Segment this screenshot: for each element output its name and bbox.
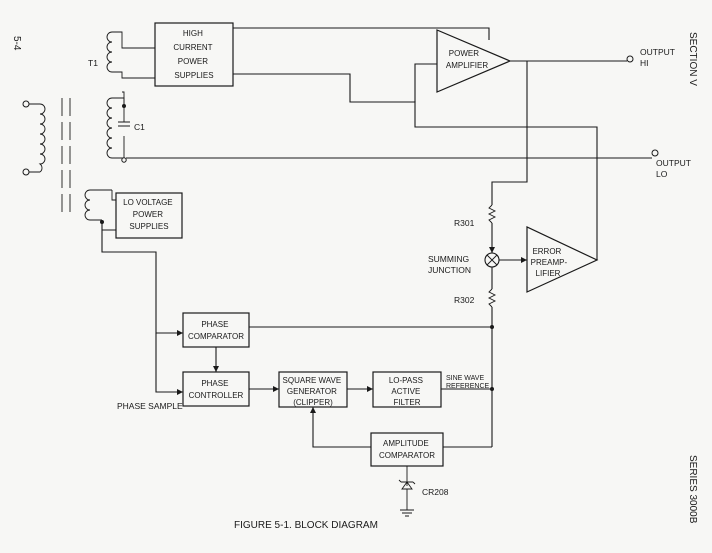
c1-label: C1 — [134, 122, 145, 132]
high-current-line-2: CURRENT — [173, 43, 212, 52]
output-hi-label-1: OUTPUT — [640, 47, 675, 57]
r302-label: R302 — [454, 295, 475, 305]
phase-comparator-line-2: COMPARATOR — [188, 332, 244, 341]
svg-text:POWER AMPLIFIER: POWER AMPLIFIER — [446, 49, 488, 70]
section-label: SECTION V — [687, 32, 698, 86]
lo-voltage-line-2: POWER — [133, 210, 163, 219]
sine-ref-label-2: REFERENCE — [446, 383, 490, 390]
sine-ref-label-1: SINE WAVE — [446, 375, 484, 382]
square-wave-line-3: (CLIPPER) — [293, 398, 333, 407]
output-lo-terminal — [651, 149, 659, 157]
summing-junction-icon — [484, 252, 500, 268]
r301-label: R301 — [454, 218, 475, 228]
amplitude-comparator-block — [370, 432, 444, 467]
output-hi-label-2: HI — [640, 58, 649, 68]
phase-controller-line-2: CONTROLLER — [189, 391, 244, 400]
svg-text:PHASE COMPARATOR: PHASE COMPARATOR — [188, 320, 244, 341]
r302-resistor-icon — [487, 288, 497, 308]
error-preamp-line-3: LIFIER — [536, 269, 561, 278]
power-amp-line-1: POWER — [449, 49, 479, 58]
high-current-line-4: SUPPLIES — [174, 71, 213, 80]
svg-text:LO-PASS ACTIVE FILTER: LO-PASS ACTIVE FILTER — [389, 376, 425, 407]
phase-controller-line-1: PHASE — [201, 379, 228, 388]
amplitude-comparator-line-1: AMPLITUDE — [383, 439, 429, 448]
svg-text:AMPLITUDE COMPARATOR: AMPLITUDE COMPARATOR — [379, 439, 435, 460]
svg-text:SUMMING JUNCTION: SUMMING JUNCTION — [428, 254, 471, 275]
square-wave-line-1: SQUARE WAVE — [283, 376, 342, 385]
r301-resistor-icon — [487, 204, 497, 224]
high-current-line-3: POWER — [178, 57, 208, 66]
lo-pass-active-filter-block — [372, 371, 442, 408]
error-preamp-line-1: ERROR — [532, 247, 561, 256]
svg-text:HIGH CURRENT POWER: HIGH CURRENT POWER SUPPLIES — [173, 29, 214, 80]
svg-text:OUTPUT HI OUTPUT L: OUTPUT HI OUTPUT LO — [640, 47, 693, 179]
output-hi-terminal — [626, 55, 634, 63]
lo-voltage-power-supplies-block — [115, 192, 183, 239]
summing-label-1: SUMMING — [428, 254, 469, 264]
output-lo-label-2: LO — [656, 169, 668, 179]
series-label: SERIES 3000B — [687, 455, 698, 524]
power-amp-line-2: AMPLIFIER — [446, 61, 488, 70]
svg-text:LO VOLTAGE POWER SUPPL: LO VOLTAGE POWER SUPPLIES — [123, 198, 175, 231]
arrow-heads — [177, 247, 527, 413]
lo-voltage-line-1: LO VOLTAGE — [123, 198, 173, 207]
phase-sample-label: PHASE SAMPLE — [117, 401, 183, 411]
lopass-line-3: FILTER — [394, 398, 421, 407]
svg-text:SQUARE WAVE GENERATOR: SQUARE WAVE GENERATOR (CLIPPER) — [283, 376, 344, 407]
lopass-line-1: LO-PASS — [389, 376, 423, 385]
phase-comparator-block — [182, 312, 250, 348]
svg-text:PHASE CONTROLLER: PHASE CONTROLLER — [189, 379, 244, 400]
t1-windings-icon — [106, 31, 155, 163]
square-wave-line-2: GENERATOR — [287, 387, 337, 396]
lopass-line-2: ACTIVE — [391, 387, 420, 396]
square-wave-generator-block — [278, 371, 348, 408]
error-preamp-line-2: PREAMP- — [531, 258, 568, 267]
lo-voltage-winding-icon — [84, 189, 116, 231]
power-amplifier-block — [436, 29, 512, 93]
high-current-line-1: HIGH — [183, 29, 203, 38]
ground-icon — [400, 509, 414, 517]
cr208-label: CR208 — [422, 487, 449, 497]
svg-text:ERROR PREAMP- LIFIER: ERROR PREAMP- LIFIER — [531, 247, 570, 278]
lo-voltage-line-3: SUPPLIES — [129, 222, 168, 231]
figure-caption: FIGURE 5-1. BLOCK DIAGRAM — [234, 520, 378, 531]
summing-label-2: JUNCTION — [428, 265, 471, 275]
high-current-power-supplies-block — [154, 22, 234, 87]
page-number: 5-4 — [11, 36, 22, 51]
phase-comparator-line-1: PHASE — [201, 320, 228, 329]
amplitude-comparator-line-2: COMPARATOR — [379, 451, 435, 460]
svg-text:SINE WAVE REFERENCE: SINE WAVE REFERENCE — [446, 375, 490, 390]
zener-diode-icon — [398, 466, 416, 510]
input-transformer-icon — [22, 98, 71, 212]
phase-controller-block — [182, 371, 250, 407]
output-lo-label-1: OUTPUT — [656, 158, 691, 168]
t1-label: T1 — [88, 58, 98, 68]
